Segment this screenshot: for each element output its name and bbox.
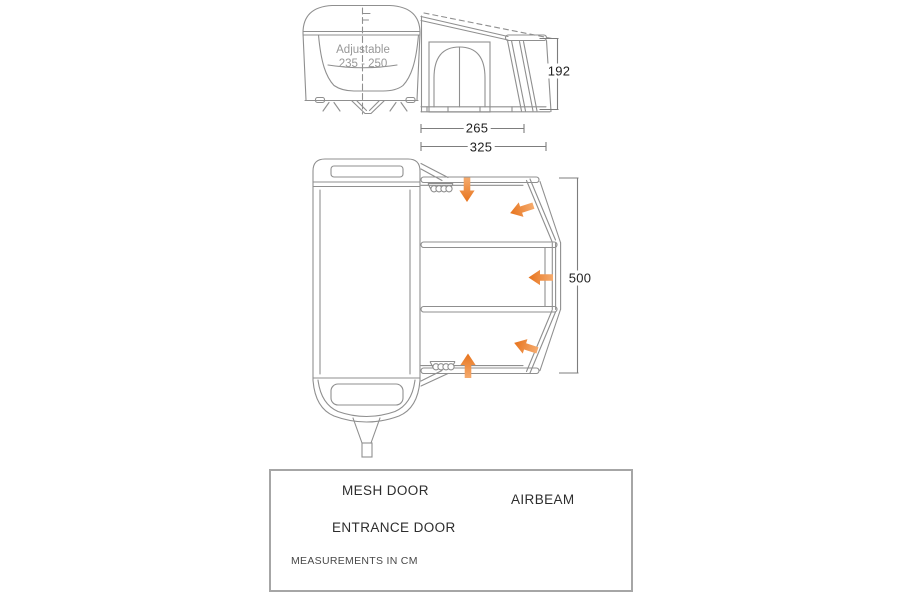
entrance-door-arrow-right [528, 269, 553, 286]
center-line [361, 7, 371, 115]
lower-right-airbeam [525, 309, 557, 374]
dimension-325: 325 [467, 139, 495, 154]
side-door [428, 41, 491, 113]
entrance-door-arrow-lower-right [511, 335, 540, 358]
adjustable-height-label: Adjustable 235 - 250 [336, 44, 390, 70]
dimension-500: 500 [566, 270, 594, 286]
bottom-airbeam [420, 367, 540, 375]
mid-airbeam-lower [420, 305, 558, 313]
dimension-192: 192 [545, 63, 573, 79]
upper-right-airbeam [525, 178, 557, 243]
caravan-front-window [330, 383, 404, 406]
roof-dashed-line [423, 12, 553, 40]
caravan-front-view [302, 4, 421, 115]
legend-airbeam-label: AIRBEAM [511, 492, 575, 507]
awning-side-view [420, 12, 553, 113]
legend-measurements-note: MEASUREMENTS IN CM [291, 555, 418, 567]
top-attachment [420, 162, 449, 182]
legend-entrance-door-label: ENTRANCE DOOR [332, 520, 456, 535]
mid-airbeam-upper [420, 241, 558, 249]
top-airbeam [420, 176, 540, 184]
dimension-265: 265 [463, 120, 491, 136]
legend-mesh-door-label: MESH DOOR [342, 483, 429, 498]
front-airbeam-legs [506, 39, 538, 112]
top-rail-airbeam [504, 34, 548, 42]
entrance-door-arrow-upper-right [507, 198, 536, 221]
entrance-door-arrow-top [459, 177, 475, 202]
base-skirt [420, 106, 551, 113]
legend-box [269, 469, 633, 592]
bottom-attachment [420, 369, 449, 387]
caravan-plan-view [312, 158, 421, 458]
mesh-door-icon-bottom [429, 360, 456, 371]
tow-hitch [352, 417, 381, 458]
caravan-rear-window [330, 165, 404, 178]
